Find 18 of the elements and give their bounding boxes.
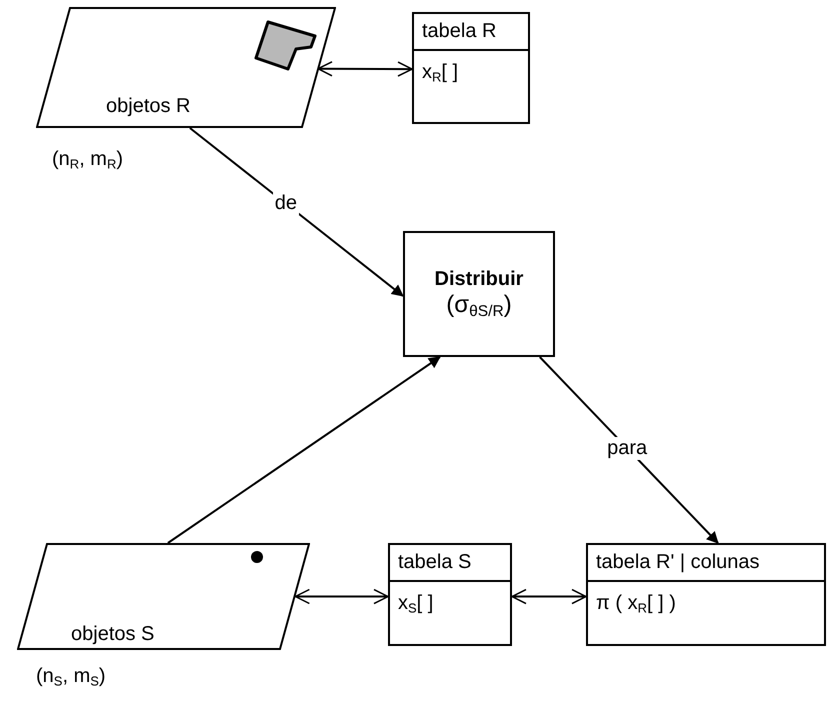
formula-text: (σ$_{θS/R}$) xyxy=(446,290,512,320)
cardinality-label: (n$_{S}$, m$_{S}$) xyxy=(36,665,106,688)
node-label: objetos S xyxy=(71,623,154,646)
arrow xyxy=(167,356,441,544)
node-label: objetos R xyxy=(106,95,190,118)
table-box: tabela R x$_{R}$[ ] xyxy=(412,12,530,124)
edge-label: de xyxy=(272,192,300,216)
table-box: tabela S x$_{S}$[ ] xyxy=(388,543,512,646)
node-title: Distribuir xyxy=(434,268,524,291)
arrow xyxy=(317,61,413,77)
arrow xyxy=(511,588,587,604)
arrow xyxy=(539,356,719,544)
arrow xyxy=(189,127,404,297)
process-box xyxy=(403,231,555,357)
cardinality-label: (n$_{R}$, m$_{R}$) xyxy=(52,148,124,172)
table-box: tabela R' | colunas π ( x$_{R}$[ ] ) xyxy=(586,543,826,646)
edge-label: para xyxy=(605,436,650,460)
arrow xyxy=(294,588,389,604)
